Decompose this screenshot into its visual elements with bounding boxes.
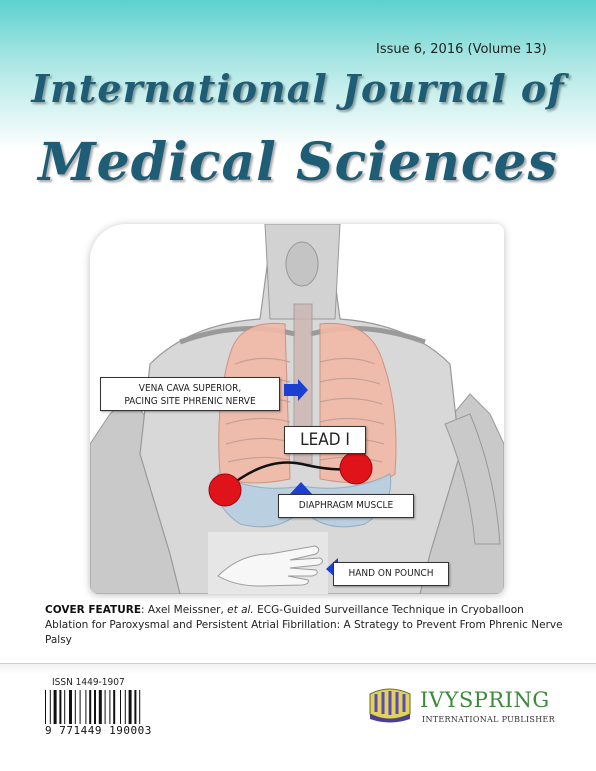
barcode-bar — [59, 690, 62, 730]
cover-feature-caption: COVER FEATURE: Axel Meissner, et al. ECG… — [45, 603, 565, 648]
arrow-diaphragm-icon — [290, 482, 312, 504]
barcode-bar — [128, 690, 132, 730]
label-hand: HAND ON POUNCH — [333, 562, 449, 586]
barcode-bar — [74, 690, 76, 730]
issue-label: Issue 6, 2016 (Volume 13) — [376, 42, 547, 57]
electrode-left-icon — [339, 451, 373, 485]
cover-feature-authors: : Axel Meissner, — [141, 604, 228, 616]
barcode-bar — [79, 690, 81, 730]
footer-divider — [0, 663, 596, 664]
barcode-digits: 9 771449 190003 — [44, 724, 153, 737]
arrow-vena-icon — [284, 379, 308, 401]
barcode-bar — [49, 690, 51, 730]
barcode-bar — [64, 690, 66, 730]
barcode-bar — [109, 690, 111, 730]
barcode-bar — [139, 690, 141, 730]
barcode-bar — [94, 690, 96, 730]
barcode-bar — [85, 690, 87, 730]
journal-title-line2: Medical Sciences — [38, 132, 558, 193]
barcode — [45, 690, 141, 730]
barcode-bar — [104, 690, 106, 730]
issn-label: ISSN 1449-1907 — [52, 677, 125, 688]
barcode-bar — [120, 690, 121, 730]
barcode-bar — [69, 690, 72, 730]
barcode-bar — [113, 690, 116, 730]
label-vena-line2: PACING SITE PHRENIC NERVE — [124, 396, 256, 407]
ivyspring-logo-icon — [369, 688, 411, 723]
label-vena-line1: VENA CAVA SUPERIOR, — [138, 383, 242, 394]
barcode-bar — [89, 690, 92, 730]
publisher-subtitle: INTERNATIONAL PUBLISHER — [422, 715, 555, 724]
barcode-bar — [53, 690, 57, 730]
header-gradient-band — [0, 0, 596, 150]
label-vena-cava: VENA CAVA SUPERIOR, PACING SITE PHRENIC … — [100, 377, 280, 411]
electrode-right-icon — [208, 473, 242, 507]
barcode-bar — [98, 690, 102, 730]
cover-figure — [90, 224, 504, 594]
label-lead: LEAD I — [284, 426, 366, 454]
label-diaphragm: DIAPHRAGM MUSCLE — [278, 494, 414, 518]
barcode-bar — [124, 690, 126, 730]
cover-feature-etal: et al. — [227, 604, 254, 616]
cover-feature-heading: COVER FEATURE — [45, 604, 141, 616]
barcode-bar — [45, 690, 46, 730]
journal-title-line1: International Journal of — [31, 66, 565, 111]
barcode-bar — [134, 690, 137, 730]
publisher-name: IVYSPRING — [420, 688, 550, 712]
cover-feature-text: ECG-Guided Surveillance Technique in Cry… — [45, 604, 563, 646]
footer-divider-shade — [0, 664, 596, 674]
